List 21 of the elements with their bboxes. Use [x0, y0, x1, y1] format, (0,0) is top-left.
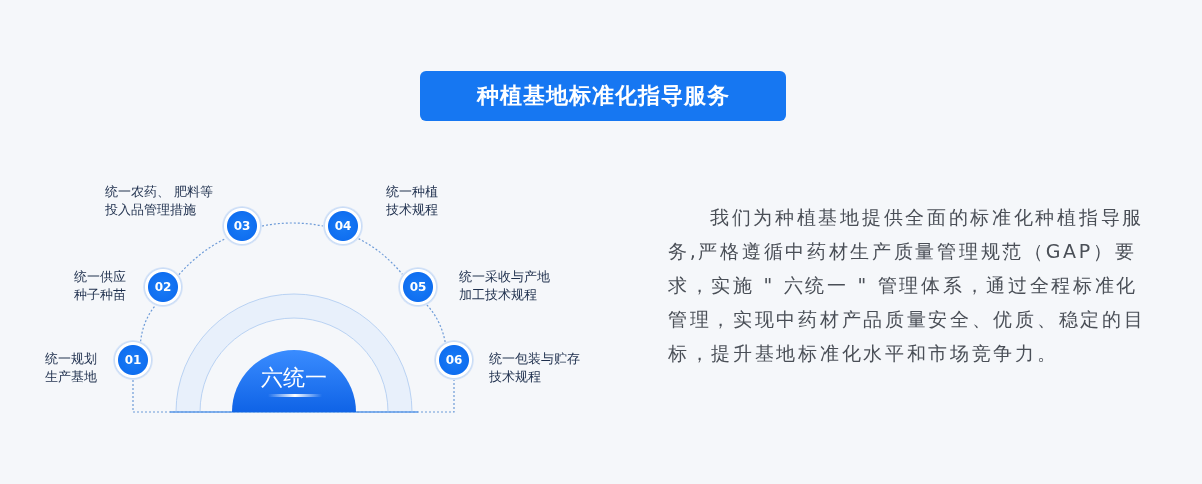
- number-circle: 05: [398, 267, 438, 307]
- step-label: 统一农药、 肥料等投入品管理措施: [105, 183, 215, 219]
- title-banner: 种植基地标准化指导服务: [420, 71, 786, 121]
- dotted-connector: [426, 304, 446, 343]
- dotted-connector: [357, 238, 404, 275]
- step-label: 统一包装与贮存技术规程: [489, 350, 581, 386]
- dotted-connector: [140, 304, 156, 343]
- step-label: 统一采收与产地加工技术规程: [459, 268, 551, 304]
- dotted-connector: [132, 379, 455, 413]
- number-circle: 04: [323, 206, 363, 246]
- number-circle: 02: [143, 267, 183, 307]
- number-circle: 01: [113, 340, 153, 380]
- step-label: 统一供应种子种苗: [74, 268, 127, 304]
- center-semicircle: 六统一: [232, 350, 356, 412]
- dotted-connector: [178, 237, 227, 276]
- description-paragraph: 我们为种植基地提供全面的标准化种植指导服务,严格遵循中药材生产质量管理规范（GAP）要求，实施 " 六统一 " 管理体系，通过全程标准化管理，实现中药材产品质量安全、优质、稳定的目标，提升基地标准化水平和市场竞争力。: [668, 205, 1147, 366]
- dotted-connector: [261, 222, 324, 227]
- number-circle: 03: [222, 206, 262, 246]
- step-label: 统一种植技术规程: [386, 183, 439, 219]
- number-circle: 06: [434, 340, 474, 380]
- step-label: 统一规划生产基地: [45, 350, 98, 386]
